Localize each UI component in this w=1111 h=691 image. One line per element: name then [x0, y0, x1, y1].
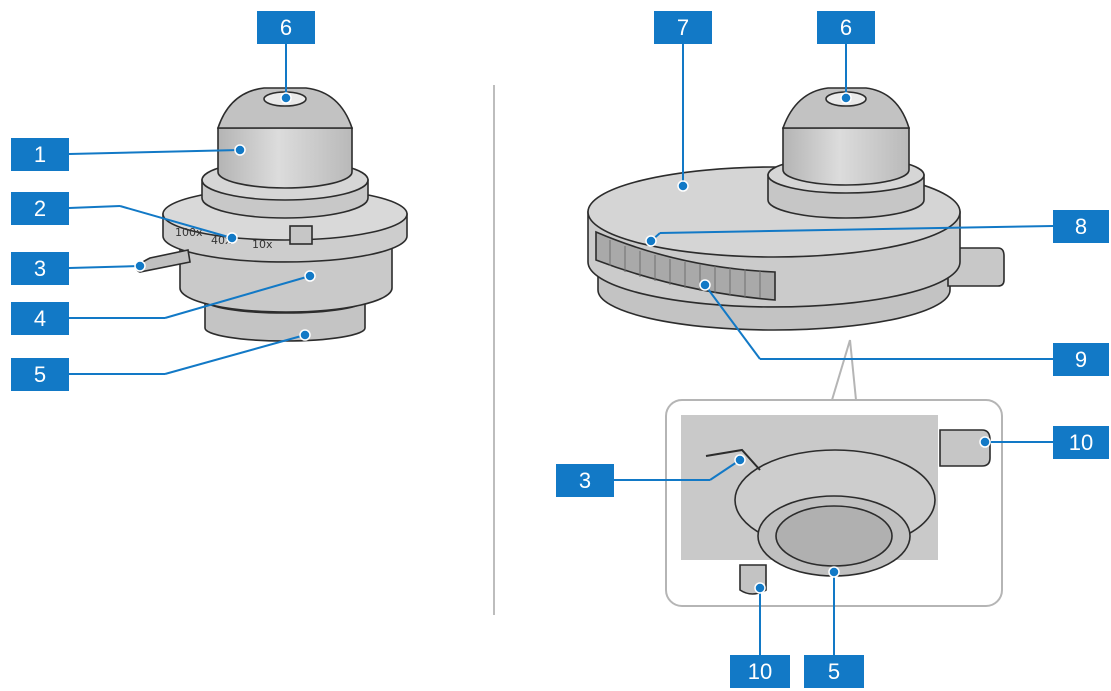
detail-connector-right [849, 339, 857, 401]
callout-3-detail: 3 [556, 464, 614, 497]
callout-9: 9 [1053, 343, 1109, 376]
leader-lines [68, 43, 1054, 655]
callout-2: 2 [11, 192, 69, 225]
callout-6-right: 6 [817, 11, 875, 44]
callout-3-left: 3 [11, 252, 69, 285]
left-scale-marks: 100x 40x 10x [175, 226, 273, 251]
callout-5-detail: 5 [804, 655, 864, 688]
scale-mark-10x: 10x [252, 238, 273, 251]
detail-connector-left [831, 339, 851, 401]
detail-view [665, 399, 1003, 607]
callout-7: 7 [654, 11, 712, 44]
left-condenser [135, 87, 408, 342]
callout-6-left: 6 [257, 11, 315, 44]
knurl-lines [609, 240, 761, 298]
callout-1: 1 [11, 138, 69, 171]
callout-10-right: 10 [1053, 426, 1109, 459]
callout-5-left: 5 [11, 358, 69, 391]
right-condenser [587, 87, 1005, 331]
leader-dots [134, 92, 991, 594]
callout-8: 8 [1053, 210, 1109, 243]
callout-4: 4 [11, 302, 69, 335]
callout-10-bottom: 10 [730, 655, 790, 688]
scale-mark-100x: 100x [175, 226, 203, 239]
